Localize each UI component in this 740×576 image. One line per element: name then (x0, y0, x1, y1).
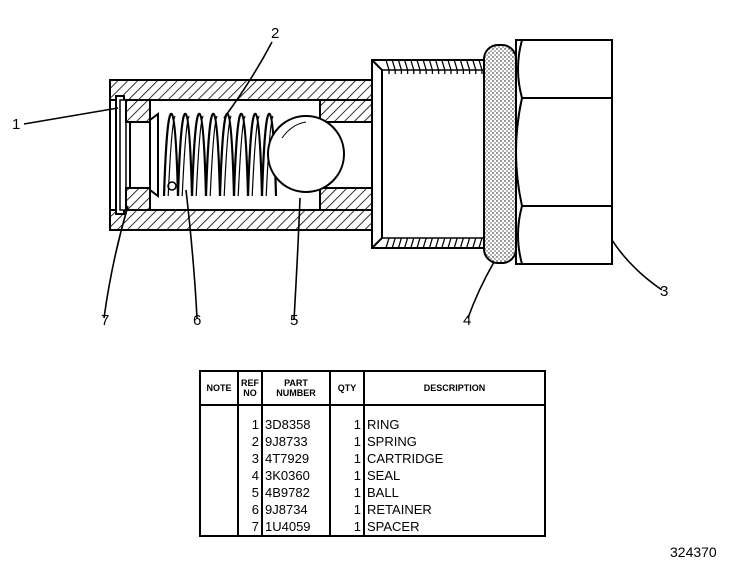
ring-part (115, 95, 127, 215)
cell-ref-no: 2 (237, 433, 263, 450)
cell-note (199, 484, 239, 501)
cell-ref-no: 4 (237, 467, 263, 484)
cell-note (199, 467, 239, 484)
callout-labels: 1 2 3 4 5 6 7 (12, 25, 668, 329)
header-ref-no: REF NO (237, 370, 263, 406)
cell-description: SPRING (363, 433, 546, 450)
cell-qty: 1 (329, 501, 365, 518)
header-ref-line2: NO (243, 388, 257, 398)
seal-ring (483, 44, 517, 264)
spring-part (162, 112, 278, 197)
callout-5: 5 (290, 312, 298, 329)
callout-4: 4 (463, 312, 471, 329)
callout-7: 7 (101, 312, 109, 329)
cell-description: RING (363, 405, 546, 433)
cell-part-number: 4B9782 (261, 484, 331, 501)
cell-note (199, 405, 239, 433)
cell-description: SEAL (363, 467, 546, 484)
cell-part-number: 1U4059 (261, 518, 331, 537)
cell-ref-no: 5 (237, 484, 263, 501)
cell-qty: 1 (329, 518, 365, 537)
thread-section (371, 59, 485, 249)
cell-qty: 1 (329, 467, 365, 484)
cell-qty: 1 (329, 405, 365, 433)
table-header-row: NOTE REF NO PART NUMBER QTY DESCRIPTION (199, 370, 546, 406)
ball-part (267, 115, 345, 193)
callout-1: 1 (12, 116, 20, 133)
leader-lines (23, 41, 663, 321)
hex-nut (515, 39, 613, 265)
cell-note (199, 450, 239, 467)
cell-note (199, 518, 239, 537)
retainer-part (149, 112, 177, 198)
cell-ref-no: 6 (237, 501, 263, 518)
header-part-number: PART NUMBER (261, 370, 331, 406)
parts-list-table: NOTE REF NO PART NUMBER QTY DESCRIPTION … (199, 370, 546, 537)
cell-note (199, 433, 239, 450)
header-part-line2: NUMBER (276, 388, 316, 398)
callout-3: 3 (660, 283, 668, 300)
cell-qty: 1 (329, 433, 365, 450)
cell-note (199, 501, 239, 518)
cell-part-number: 9J8733 (261, 433, 331, 450)
figure-number: 324370 (670, 544, 717, 560)
header-description: DESCRIPTION (363, 370, 546, 406)
cell-description: RETAINER (363, 501, 546, 518)
header-ref-line1: REF (241, 378, 259, 388)
cartridge-assembly-drawing: 1 2 3 4 5 6 7 (12, 25, 668, 329)
cell-description: BALL (363, 484, 546, 501)
cell-description: SPACER (363, 518, 546, 537)
cell-part-number: 3K0360 (261, 467, 331, 484)
callout-2: 2 (271, 25, 279, 42)
header-part-line1: PART (284, 378, 308, 388)
cell-ref-no: 1 (237, 405, 263, 433)
cell-ref-no: 7 (237, 518, 263, 537)
cell-part-number: 9J8734 (261, 501, 331, 518)
callout-6: 6 (193, 312, 201, 329)
cell-part-number: 4T7929 (261, 450, 331, 467)
cell-qty: 1 (329, 450, 365, 467)
header-qty: QTY (329, 370, 365, 406)
cell-part-number: 3D8358 (261, 405, 331, 433)
cell-description: CARTRIDGE (363, 450, 546, 467)
cell-ref-no: 3 (237, 450, 263, 467)
cell-qty: 1 (329, 484, 365, 501)
spacer-part (125, 99, 151, 211)
header-note: NOTE (199, 370, 239, 406)
